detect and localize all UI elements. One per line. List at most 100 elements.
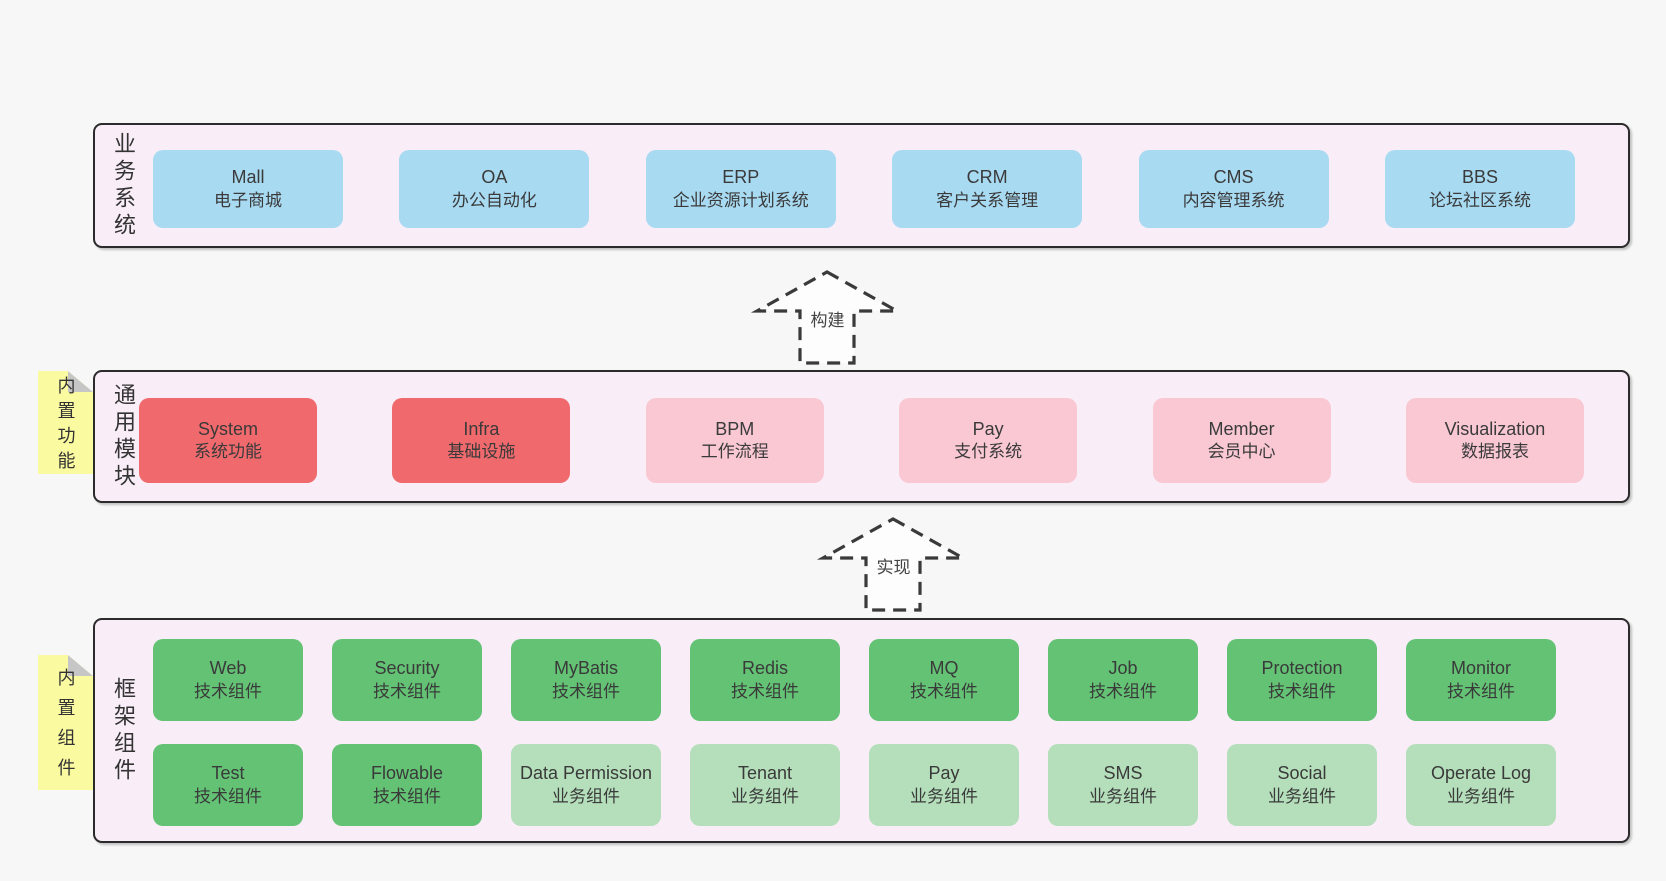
section-label-common-modules: 通用模块 <box>111 382 136 491</box>
module-name-en: Pay <box>928 763 960 784</box>
module-name-zh: 业务组件 <box>552 786 620 806</box>
module-name-en: CMS <box>1213 167 1254 188</box>
module-name-zh: 技术组件 <box>373 681 441 701</box>
module-name-en: MyBatis <box>553 658 618 679</box>
module-box-pay: Pay 支付系统 <box>899 398 1078 483</box>
module-name-zh: 基础设施 <box>447 442 516 462</box>
common-modules-box-row: System 系统功能 Infra 基础设施 BPM 工作流程 Pay 支付系统 Member 会… <box>139 398 1584 483</box>
section-common-modules: 通用模块 System 系统功能 Infra 基础设施 BPM 工作流程 Pay 支付系统 Me… <box>93 370 1630 503</box>
module-name-zh: 业务组件 <box>731 786 799 806</box>
dashed-up-arrow-build: 构建 <box>750 270 904 366</box>
module-name-en: Infra <box>463 418 500 439</box>
module-name-en: Web <box>209 658 247 679</box>
module-name-zh: 技术组件 <box>1268 681 1336 701</box>
module-name-zh: 客户关系管理 <box>936 190 1039 210</box>
arrow-label-implement: 实现 <box>873 553 914 578</box>
module-name-zh: 业务组件 <box>1268 786 1336 806</box>
module-name-en: Job <box>1108 658 1138 679</box>
module-name-en: Pay <box>972 418 1004 439</box>
sticky-note-builtin-components: 内置组件 <box>38 655 93 790</box>
module-name-zh: 技术组件 <box>1089 681 1157 701</box>
note-text-builtin-features: 内置功能 <box>55 375 76 476</box>
sticky-note-builtin-features: 内置功能 <box>38 371 93 474</box>
module-name-en: ERP <box>722 167 760 188</box>
module-box-bpm: BPM 工作流程 <box>645 398 824 483</box>
module-name-en: SMS <box>1103 763 1143 784</box>
module-name-zh: 会员中心 <box>1207 442 1276 462</box>
module-name-zh: 技术组件 <box>910 681 978 701</box>
module-name-zh: 技术组件 <box>194 786 262 806</box>
module-name-zh: 技术组件 <box>552 681 620 701</box>
module-name-en: BBS <box>1461 167 1498 188</box>
module-name-zh: 数据报表 <box>1460 442 1529 462</box>
module-name-en: OA <box>481 167 508 188</box>
module-name-en: System <box>197 418 258 439</box>
module-name-zh: 技术组件 <box>373 786 441 806</box>
section-label-business-systems: 业务系统 <box>111 131 136 240</box>
module-name-en: Member <box>1208 418 1275 439</box>
module-name-en: Data Permission <box>519 763 653 784</box>
module-name-en: Visualization <box>1444 418 1546 439</box>
module-name-zh: 技术组件 <box>731 681 799 701</box>
module-name-zh: 工作流程 <box>700 442 769 462</box>
module-name-zh: 支付系统 <box>954 442 1023 462</box>
module-box-member: Member 会员中心 <box>1152 398 1331 483</box>
module-box-visualization: Visualization 数据报表 <box>1405 398 1584 483</box>
module-name-zh: 企业资源计划系统 <box>672 190 809 210</box>
module-name-zh: 技术组件 <box>1447 681 1515 701</box>
module-name-zh: 业务组件 <box>1089 786 1157 806</box>
module-name-en: Operate Log <box>1430 763 1532 784</box>
module-name-en: Protection <box>1261 658 1343 679</box>
module-name-zh: 电子商城 <box>214 190 282 210</box>
module-name-zh: 技术组件 <box>194 681 262 701</box>
dashed-up-arrow-implement: 实现 <box>816 517 970 613</box>
module-name-zh: 办公自动化 <box>451 190 537 210</box>
module-name-zh: 系统功能 <box>194 442 262 462</box>
module-name-en: Mall <box>231 167 265 188</box>
module-name-zh: 业务组件 <box>1447 786 1515 806</box>
module-name-en: Monitor <box>1450 658 1512 679</box>
module-name-zh: 论坛社区系统 <box>1428 190 1531 210</box>
module-name-en: Social <box>1277 763 1327 784</box>
module-box-system: System 系统功能 <box>139 398 317 483</box>
module-name-en: Flowable <box>370 763 444 784</box>
module-name-zh: 内容管理系统 <box>1182 190 1285 210</box>
note-text-builtin-components: 内置组件 <box>55 667 76 788</box>
module-name-en: Security <box>374 658 440 679</box>
module-name-en: BPM <box>715 418 755 439</box>
module-name-en: MQ <box>929 658 959 679</box>
module-name-en: Redis <box>741 658 789 679</box>
module-name-en: Test <box>211 763 245 784</box>
module-name-zh: 业务组件 <box>910 786 978 806</box>
module-name-en: CRM <box>966 167 1008 188</box>
module-name-en: Tenant <box>737 763 793 784</box>
module-box-infra: Infra 基础设施 <box>392 398 571 483</box>
arrow-label-build: 构建 <box>807 306 848 331</box>
